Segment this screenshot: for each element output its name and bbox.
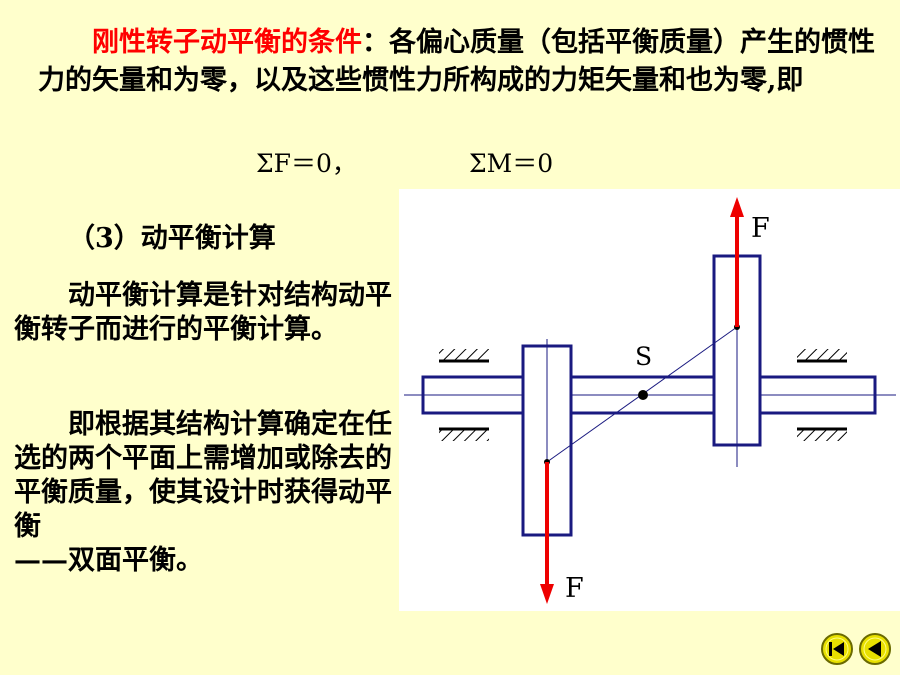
intro-highlight: 刚性转子动平衡的条件 bbox=[92, 27, 362, 58]
rotor-diagram-svg: S F F bbox=[404, 197, 896, 604]
previous-slide-button[interactable] bbox=[858, 632, 892, 666]
intro-colon: ： bbox=[362, 27, 389, 58]
lower-force-arrow bbox=[540, 462, 554, 604]
force-sum-formula: ΣF＝0， bbox=[256, 149, 357, 178]
intro-paragraph: 刚性转子动平衡的条件：各偏心质量（包括平衡质量）产生的惯性力的矢量和为零，以及这… bbox=[38, 24, 878, 100]
section-paragraph-1: 动平衡计算是针对结构动平衡转子而进行的平衡计算。 bbox=[14, 280, 392, 345]
previous-icon bbox=[859, 633, 891, 665]
section-paragraph-2: 即根据其结构计算确定在任选的两个平面上需增加或除去的平衡质量，使其设计时获得动平… bbox=[14, 409, 392, 542]
upper-force-label: F bbox=[751, 213, 770, 244]
upper-force-arrow bbox=[730, 197, 744, 327]
section-paragraph-2-tail: ——双面平衡。 bbox=[14, 545, 203, 576]
lower-force-label: F bbox=[565, 573, 584, 604]
moment-sum-formula: ΣM＝0 bbox=[469, 149, 554, 178]
section-heading: （3）动平衡计算 bbox=[68, 223, 276, 254]
rotor-diagram: S F F bbox=[399, 189, 900, 611]
intro-body: 各偏心质量（包括平衡质量）产生的惯性力的矢量和为零，以及这些惯性力所构成的力矩矢… bbox=[38, 27, 875, 96]
centroid-label: S bbox=[635, 342, 652, 371]
left-bearing bbox=[439, 349, 489, 441]
centroid-point bbox=[638, 390, 648, 400]
right-bearing bbox=[797, 349, 847, 441]
first-slide-button[interactable] bbox=[820, 632, 854, 666]
skip-to-start-icon bbox=[821, 633, 853, 665]
